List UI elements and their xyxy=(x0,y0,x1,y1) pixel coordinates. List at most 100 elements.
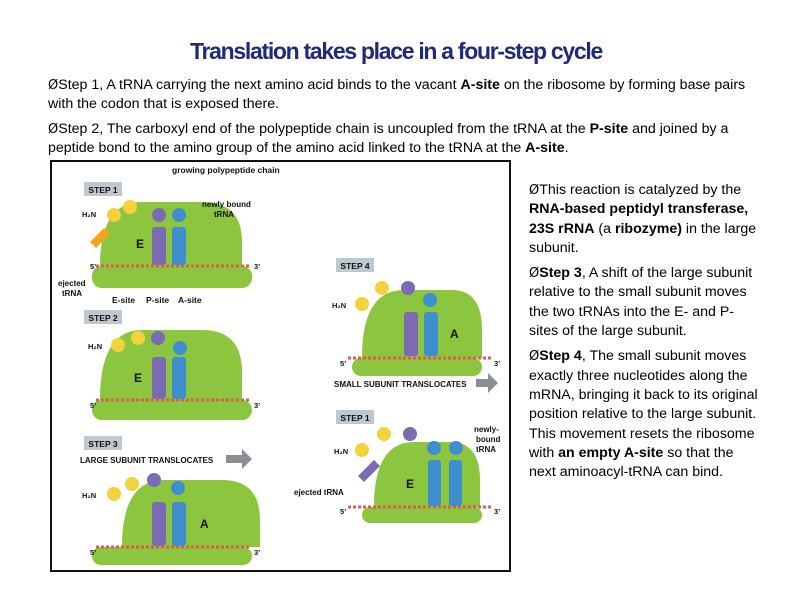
amino-acid-1 xyxy=(111,338,125,352)
amino-terminus-label: H₂N xyxy=(334,447,348,456)
ejected-trna-label: tRNA xyxy=(62,289,82,298)
translocate-arrow-icon xyxy=(226,449,252,469)
amino-terminus-label: H₂N xyxy=(82,210,96,219)
e-site-label: E-site xyxy=(112,295,135,305)
mrna-5-prime: 5’ xyxy=(90,548,96,557)
catalysis-enzyme: RNA-based peptidyl transferase, 23S rRNA xyxy=(529,201,749,237)
amino-terminus-label: H₂N xyxy=(82,491,96,500)
step-label: STEP 2 xyxy=(88,313,117,323)
step-label: STEP 1 xyxy=(340,413,369,423)
trna-a-site xyxy=(172,227,186,265)
panel-step3: STEP 3 LARGE SUBUNIT TRANSLOCATES 5’ 3’ … xyxy=(80,436,260,565)
ejected-trna-shape xyxy=(358,460,380,482)
step-label-box xyxy=(84,310,122,324)
panel-step4: STEP 4 5’ 3’ H₂N A SMALL SUBUNIT TRANSLO… xyxy=(332,258,500,393)
step4-paragraph: ØStep 4, The small subunit moves exactly… xyxy=(529,347,761,482)
arrow-bullet-icon: Ø xyxy=(529,183,540,198)
step2-text-end: . xyxy=(564,140,569,156)
bound-label: bound xyxy=(476,435,501,444)
step2-a-site: A-site xyxy=(525,140,565,156)
ribosome-large-subunit xyxy=(100,202,242,266)
mrna-3-prime: 3’ xyxy=(254,401,260,410)
trna-e-site xyxy=(404,312,418,356)
newly-bound-trna-label: tRNA xyxy=(214,210,234,219)
amino-acid-3 xyxy=(403,427,417,441)
step2-lead: Step 2 xyxy=(58,121,100,137)
trna-a-site xyxy=(449,460,462,506)
ribosome-small-subunit xyxy=(92,266,252,288)
step2-text: , The carboxyl end of the polypeptide ch… xyxy=(99,121,590,137)
amino-terminus-label: H₂N xyxy=(88,342,102,351)
trna-p-site xyxy=(424,312,438,356)
catalysis-paragraph: ØThis reaction is catalyzed by the RNA-b… xyxy=(529,181,761,258)
amino-acid-3 xyxy=(147,473,161,487)
amino-acid-2 xyxy=(123,200,137,214)
arrow-bullet-icon: Ø xyxy=(529,349,540,365)
translation-cycle-figure: STEP 1 growing polypeptide chain 5’ 3’ H… xyxy=(50,160,511,572)
a-site-label: A-site xyxy=(178,295,202,305)
amino-acid-4 xyxy=(172,208,186,222)
step3-lead: Step 3 xyxy=(539,265,582,282)
amino-acid-2 xyxy=(375,281,389,295)
amino-acid-5 xyxy=(449,441,463,455)
step4-text-end: so that the next aminoacyl-tRNA can bind… xyxy=(529,444,734,481)
mrna-3-prime: 3’ xyxy=(254,262,260,271)
newly-bound-trna-label: tRNA xyxy=(476,445,496,454)
panel-step1: STEP 1 growing polypeptide chain 5’ 3’ H… xyxy=(58,165,280,305)
panel-step1-repeat: STEP 1 5’ 3’ H₂N E ejected tRNA newly- b… xyxy=(294,410,501,523)
amino-acid-3 xyxy=(151,331,165,345)
amino-acid-2 xyxy=(377,427,391,441)
step-label-box xyxy=(336,258,374,272)
mrna-5-prime: 5’ xyxy=(340,507,346,516)
amino-acid-2 xyxy=(125,477,139,491)
step-label-box xyxy=(84,436,122,450)
amino-acid-1 xyxy=(107,487,121,501)
trna-a-site xyxy=(172,357,186,399)
ribosome-small-subunit xyxy=(352,358,482,376)
trna-p-site xyxy=(428,460,441,506)
catalysis-text-mid: (a xyxy=(594,220,615,237)
ribosome-small-subunit xyxy=(362,507,482,523)
step-label: STEP 1 xyxy=(88,185,117,195)
amino-acid-1 xyxy=(107,208,121,222)
step1-lead: Step 1 xyxy=(58,77,100,93)
amino-acid-4 xyxy=(173,341,187,355)
trna-p-site xyxy=(152,357,166,399)
slide-title: Translation takes place in a four-step c… xyxy=(190,38,603,64)
e-site-marker: E xyxy=(136,237,144,251)
amino-acid-2 xyxy=(131,331,145,345)
mrna-3-prime: 3’ xyxy=(254,548,260,557)
amino-terminus-label: H₂N xyxy=(332,301,346,310)
amino-acid-4 xyxy=(427,441,441,455)
amino-acid-1 xyxy=(355,443,369,457)
step-label-box xyxy=(336,410,374,424)
step3-text: , A shift of the large subunit relative … xyxy=(529,265,753,340)
step-label: STEP 4 xyxy=(340,261,369,271)
catalysis-text-end: in the large subunit. xyxy=(529,220,757,256)
step4-lead: Step 4 xyxy=(539,348,582,365)
step-label: STEP 3 xyxy=(88,439,117,449)
step1-text: , A tRNA carrying the next amino acid bi… xyxy=(99,77,461,93)
step2-p-site: P-site xyxy=(589,121,629,137)
step2-text-mid: and joined by a peptide bond to the amin… xyxy=(48,121,729,156)
p-site-label: P-site xyxy=(146,295,169,305)
e-site-marker: E xyxy=(134,371,142,385)
ribosome-small-subunit xyxy=(92,400,252,420)
ejected-label: ejected xyxy=(58,279,86,288)
arrow-bullet-icon: Ø xyxy=(48,78,59,93)
small-subunit-translocates-label: SMALL SUBUNIT TRANSLOCATES xyxy=(334,380,467,389)
amino-acid-3 xyxy=(152,208,166,222)
step1-paragraph: ØStep 1, A tRNA carrying the next amino … xyxy=(48,76,760,114)
ejected-trna-shape xyxy=(90,228,110,248)
ribosome-large-subunit xyxy=(122,480,260,547)
ribosome-large-subunit xyxy=(100,330,242,400)
step-label-box xyxy=(84,182,122,196)
catalysis-text: This reaction is catalyzed by the xyxy=(539,182,742,198)
ribosome-large-subunit xyxy=(362,290,482,358)
growing-chain-label: growing polypeptide chain xyxy=(172,165,280,175)
ejected-trna-label: ejected tRNA xyxy=(294,488,344,497)
mrna-5-prime: 5’ xyxy=(340,359,346,368)
e-site-marker: E xyxy=(406,477,414,491)
ribosome-small-subunit xyxy=(92,547,252,565)
newly-bound-label: newly bound xyxy=(202,200,251,209)
